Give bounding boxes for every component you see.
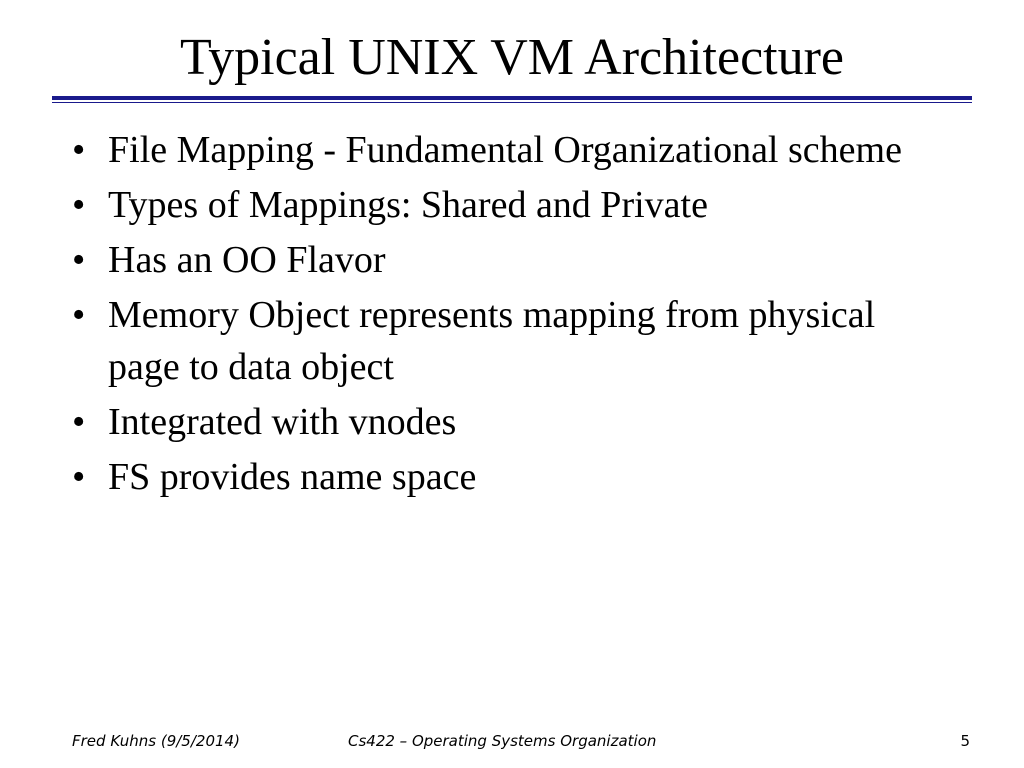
title-rule-thick [52, 96, 972, 100]
bullet-item: • FS provides name space [0, 451, 1024, 503]
bullet-dot: • [72, 239, 86, 281]
slide-title: Typical UNIX VM Architecture [180, 29, 844, 86]
bullet-text: File Mapping - Fundamental Organizationa… [108, 129, 902, 171]
bullet-dot: • [72, 401, 86, 443]
bullet-item: • Integrated with vnodes [0, 396, 1024, 448]
bullet-text: Types of Mappings: Shared and Private [108, 184, 708, 226]
page-number: 5 [960, 732, 970, 750]
bullet-dot: • [72, 184, 86, 226]
bullet-dot: • [72, 456, 86, 498]
footer-author: Fred Kuhns (9/5/2014) [72, 732, 240, 750]
bullet-item: • Memory Object represents mapping from … [0, 289, 1024, 393]
footer-course: Cs422 – Operating Systems Organization [348, 732, 657, 750]
bullet-dot: • [72, 129, 86, 171]
bullet-text: FS provides name space [108, 456, 477, 498]
bullet-list: • File Mapping - Fundamental Organizatio… [0, 124, 1024, 506]
title-rule-thin [52, 102, 972, 103]
bullet-dot: • [72, 294, 86, 336]
bullet-item: • Types of Mappings: Shared and Private [0, 179, 1024, 231]
bullet-item: • File Mapping - Fundamental Organizatio… [0, 124, 1024, 176]
bullet-text: Integrated with vnodes [108, 401, 457, 443]
bullet-text: Memory Object represents mapping from ph… [108, 294, 876, 388]
bullet-text: Has an OO Flavor [108, 239, 386, 281]
bullet-item: • Has an OO Flavor [0, 234, 1024, 286]
